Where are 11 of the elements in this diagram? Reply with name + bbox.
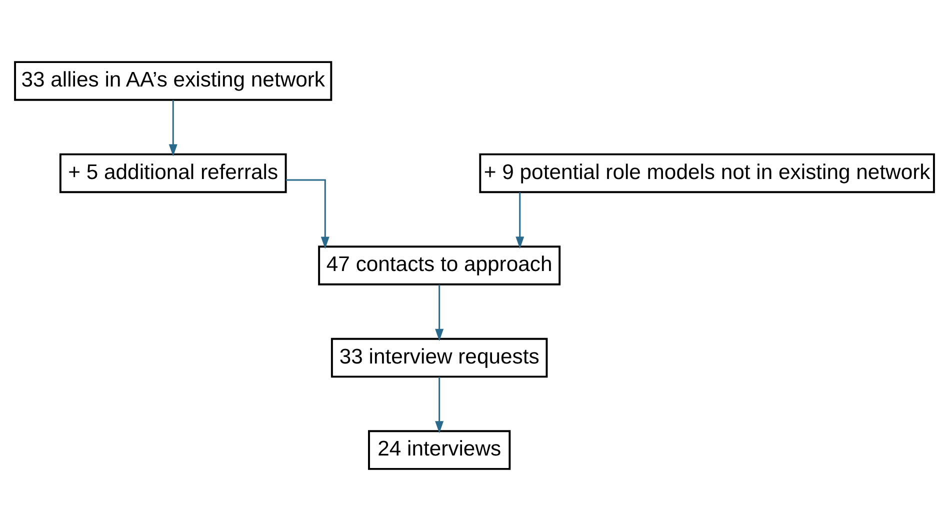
- node-box: 47 contacts to approach: [318, 245, 561, 285]
- node-box: + 9 potential role models not in existing network: [479, 152, 935, 193]
- arrow: [516, 192, 524, 248]
- node-box: 33 interview requests: [330, 337, 548, 378]
- arrow: [435, 376, 444, 433]
- arrow: [286, 178, 330, 248]
- node-box: + 5 additional referrals: [59, 152, 287, 193]
- arrow: [168, 100, 178, 156]
- node-box: 33 allies in AA’s existing network: [14, 60, 332, 100]
- arrow: [435, 284, 444, 340]
- node-box: 24 interviews: [368, 430, 511, 470]
